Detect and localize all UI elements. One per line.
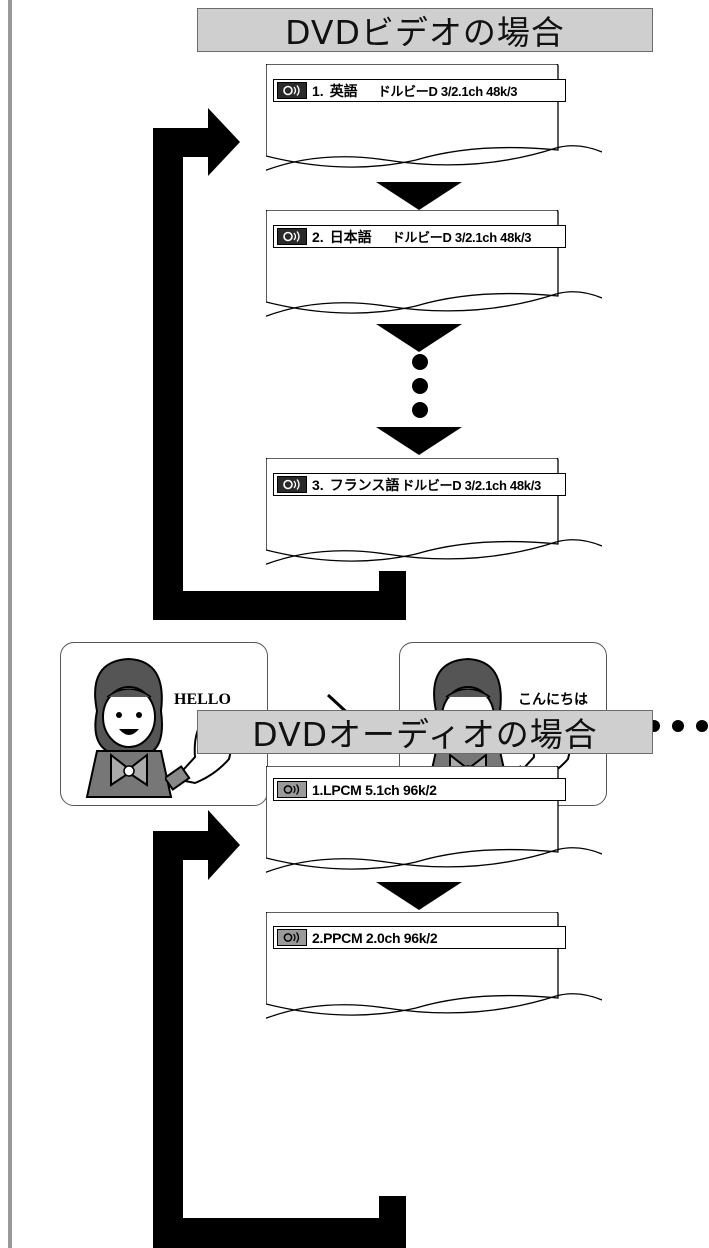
track-format: ドルビーD 3/2.1ch 48k/3 (377, 84, 518, 99)
down-arrow-icon (376, 324, 462, 352)
audio-track-bar: 3. フランス語 ドルビーD 3/2.1ch 48k/3 (273, 473, 566, 496)
audio-speaker-icon (277, 82, 307, 99)
track-format: ドルビーD 3/2.1ch 48k/3 (401, 478, 541, 493)
track-language: フランス語 (329, 476, 400, 493)
ellipsis-dots-icon (412, 354, 428, 418)
track-format: ドルビーD 3/2.1ch 48k/3 (391, 230, 532, 245)
audio-track-label: 2.PPCM 2.0ch 96k/2 (312, 929, 438, 946)
audio-speaker-icon (277, 228, 307, 245)
audio-track-label: 1.LPCM 5.1ch 96k/2 (312, 781, 437, 798)
track-number: 3. (312, 476, 324, 493)
audio-track-bar: 1.LPCM 5.1ch 96k/2 (273, 778, 566, 801)
audio-track-bar: 1. 英語 ドルビーD 3/2.1ch 48k/3 (273, 79, 566, 102)
dvd-audio-heading: DVDオーディオの場合 (197, 710, 653, 754)
track-language: 英語 (329, 82, 358, 99)
dvd-video-heading-text: DVDビデオの場合 (285, 13, 565, 52)
audio-track-bar: 2.PPCM 2.0ch 96k/2 (273, 926, 566, 949)
track-number: 1. (312, 82, 324, 99)
dvd-audio-screen-1: 1.LPCM 5.1ch 96k/2 (266, 766, 602, 874)
girl-waving-icon (85, 657, 173, 798)
dvd-audio-heading-text: DVDオーディオの場合 (252, 715, 598, 754)
disc-audio-icon (277, 929, 307, 946)
speech-text-english: HELLO (174, 691, 231, 708)
page-margin-rule (8, 0, 12, 1248)
dvd-video-heading: DVDビデオの場合 (197, 8, 653, 52)
audio-track-bar: 2. 日本語 ドルビーD 3/2.1ch 48k/3 (273, 225, 566, 248)
dvd-audio-screen-2: 2.PPCM 2.0ch 96k/2 (266, 912, 602, 1020)
disc-audio-icon (277, 781, 307, 798)
audio-speaker-icon (277, 476, 307, 493)
track-language: 日本語 (329, 228, 372, 245)
down-arrow-icon (376, 427, 462, 455)
video-audio-screen-1: 1. 英語 ドルビーD 3/2.1ch 48k/3 (266, 64, 602, 172)
video-audio-screen-2: 2. 日本語 ドルビーD 3/2.1ch 48k/3 (266, 210, 602, 318)
down-arrow-icon (376, 182, 462, 210)
speech-text-japanese: こんにちは (518, 691, 588, 707)
down-arrow-icon (376, 882, 462, 910)
track-number: 2. (312, 228, 324, 245)
video-audio-screen-3: 3. フランス語 ドルビーD 3/2.1ch 48k/3 (266, 458, 602, 566)
